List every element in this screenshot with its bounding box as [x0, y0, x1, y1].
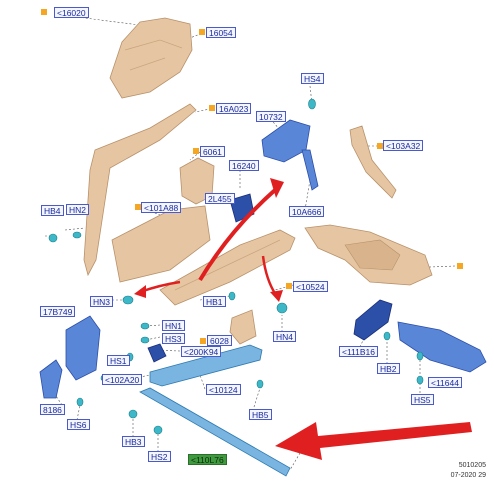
- label-hb5: HB5: [249, 409, 272, 420]
- label-102a20: <102A20: [102, 374, 143, 385]
- bracket-200K94: [147, 343, 167, 363]
- label-2l455: 2L455: [205, 193, 235, 204]
- marker-16a023: [209, 105, 215, 111]
- fastener-hb2: [383, 331, 391, 341]
- label-10124: <10124: [206, 384, 241, 395]
- label-110l76: <110L76: [188, 454, 227, 465]
- label-hs6: HS6: [67, 419, 90, 430]
- fastener-hs4: [308, 98, 316, 110]
- marker-10524: [286, 283, 292, 289]
- label-hb4: HB4: [41, 205, 64, 216]
- label-16240: 16240: [229, 160, 259, 171]
- label-200k94: <200K94: [181, 346, 222, 357]
- bracket-10A666: [301, 149, 319, 191]
- red-arrows: [134, 178, 472, 460]
- document-date: 07-2020 29: [450, 472, 486, 479]
- label-hn2: HN2: [66, 204, 90, 215]
- marker-16020: [41, 9, 47, 15]
- marker-rail: [457, 263, 463, 269]
- bracket-17B749: [65, 315, 101, 381]
- label-111b16: <111B16: [339, 346, 379, 357]
- arrow-large-up: [198, 188, 277, 282]
- fastener-hn1: [140, 322, 150, 330]
- label-hs3: HS3: [162, 333, 185, 344]
- label-101a88: <101A88: [141, 202, 182, 213]
- label-16020: <16020: [54, 7, 89, 18]
- label-hb1: HB1: [203, 296, 226, 307]
- label-hn3: HN3: [90, 296, 114, 307]
- label-6028: 6028: [207, 335, 232, 346]
- fastener-hs2: [153, 425, 163, 435]
- label-hb2: HB2: [377, 363, 400, 374]
- document-number: 5010205: [458, 462, 486, 469]
- label-10a666: 10A666: [289, 206, 325, 217]
- label-hb3: HB3: [122, 436, 145, 447]
- fastener-hs3: [140, 336, 150, 344]
- bar-10124: [149, 344, 263, 387]
- marker-103a32: [377, 143, 383, 149]
- fastener-hn2: [72, 231, 82, 239]
- marker-16054: [199, 29, 205, 35]
- fastener-hs5: [416, 375, 424, 385]
- brace-103A32: [349, 125, 397, 199]
- label-10732: 10732: [256, 111, 286, 122]
- fastener-hs6: [76, 397, 84, 407]
- crossmember-11644: [397, 321, 487, 373]
- marker-6028: [200, 338, 206, 344]
- label-hs1: HS1: [107, 355, 130, 366]
- label-hn1: HN1: [162, 320, 186, 331]
- fastener-hn3: [122, 295, 134, 305]
- fastener-hn4: [276, 302, 288, 314]
- fastener-hb3: [128, 409, 138, 419]
- upper-shock-tower-panel: [109, 17, 193, 99]
- right-rail-assembly: [304, 224, 433, 286]
- fastener-hb5: [256, 379, 264, 389]
- arrow-big-pointer: [275, 422, 472, 460]
- marker-6061: [193, 148, 199, 154]
- bar-110L76: [139, 387, 291, 477]
- label-11644: <11644: [428, 377, 462, 388]
- bracket-8186: [39, 359, 63, 399]
- label-8186: 8186: [40, 404, 65, 415]
- label-6061: 6061: [200, 146, 225, 157]
- fastener-hb1: [228, 291, 236, 301]
- bracket-10732: [261, 119, 311, 163]
- fastener-hs5-a: [416, 351, 424, 361]
- fastener-hb4: [48, 233, 58, 243]
- apron-reinforcement: [83, 103, 197, 277]
- front-side-rail: [159, 229, 296, 306]
- label-103a32: <103A32: [383, 140, 424, 151]
- marker-101a88: [135, 204, 141, 210]
- arrow-small-down: [261, 255, 278, 296]
- label-16054: 16054: [206, 27, 236, 38]
- fasteners: [48, 98, 424, 435]
- bracket-111B16: [353, 299, 393, 341]
- label-17b749: 17B749: [40, 306, 76, 317]
- label-hs2: HS2: [148, 451, 171, 462]
- label-hs5: HS5: [411, 394, 434, 405]
- label-hs4: HS4: [301, 73, 324, 84]
- label-hn4: HN4: [273, 331, 297, 342]
- label-16a023: 16A023: [216, 103, 252, 114]
- bracket-6028: [229, 309, 257, 345]
- label-10524: <10524: [293, 281, 328, 292]
